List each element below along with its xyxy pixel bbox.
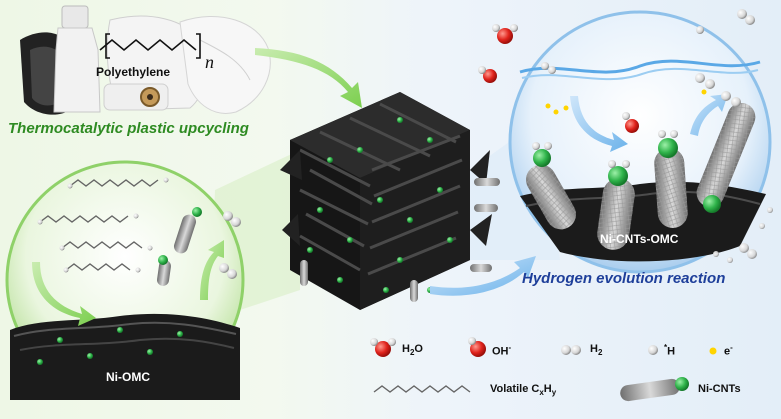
left-down-arrow (32, 262, 96, 326)
polyethylene-chain (99, 38, 197, 52)
legend-oh-text: OH- (492, 343, 512, 358)
her-title: Hydrogen evolution reaction (522, 270, 726, 287)
left-bubble (5, 160, 245, 400)
right-cnt-tubes (526, 102, 756, 250)
legend-graphics (370, 337, 717, 402)
legend-volatile-text: Volatile CxHy (490, 383, 557, 398)
legend-h2o-icon (375, 341, 391, 357)
left-up-arrow (200, 240, 224, 300)
legend-h2o-text: H2O (402, 343, 423, 358)
repeat-unit-label: n (205, 52, 214, 72)
plastic-bottle-icon (53, 27, 101, 113)
right-bubble (508, 10, 772, 274)
ni-cnts-omc-label: Ni-CNTs-OMC (600, 232, 679, 246)
left-h2-molecules (219, 211, 241, 279)
water-wave (519, 59, 761, 74)
legend-hstar-text: *H (664, 343, 676, 358)
legend-electron-icon (709, 347, 717, 355)
alkane-chains (39, 179, 159, 271)
ni-omc-label: Ni-OMC (106, 370, 150, 384)
porous-carbon-cube (280, 92, 500, 310)
legend-chain-icon (373, 385, 471, 393)
polyethylene-label: Polyethylene (96, 65, 171, 79)
water-molecules-top (478, 9, 755, 83)
bottle-cap-icon (61, 5, 89, 29)
legend-electron-text: e- (724, 343, 733, 358)
plastic-film-icon (179, 15, 271, 114)
legend-h2-text: H2 (590, 343, 603, 358)
her-arrow (430, 256, 536, 296)
legend-hstar-icon (648, 345, 658, 355)
legend-h2-icon (561, 345, 571, 355)
legend-oh-icon (470, 341, 486, 357)
left-cnt-tubes (157, 207, 202, 286)
h2-bubbles-right (713, 207, 773, 263)
legend-cnt-icon (620, 378, 680, 402)
thermocatalytic-title: Thermocatalytic plastic upcycling (8, 120, 249, 137)
legend-nicnt-text: Ni-CNTs (698, 383, 741, 395)
plastic-items (20, 5, 271, 115)
upcycle-arrow (255, 48, 362, 108)
